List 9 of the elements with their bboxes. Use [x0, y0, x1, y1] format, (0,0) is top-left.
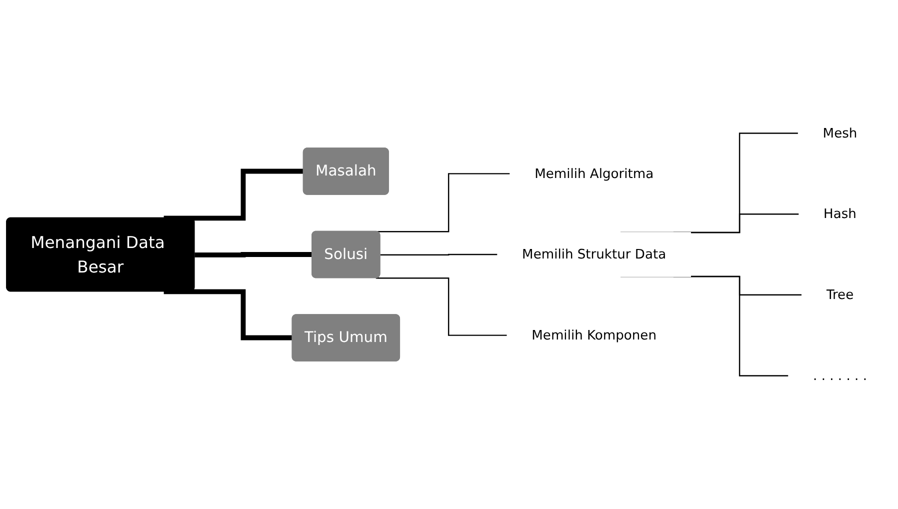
- node-text: Hash: [824, 206, 856, 222]
- node-text: Mesh: [822, 125, 858, 141]
- node-text: Memilih Komponen: [532, 327, 656, 343]
- node-text: Tree: [826, 286, 854, 302]
- connector: [380, 254, 498, 256]
- connector: [376, 173, 511, 232]
- connector: [376, 278, 508, 336]
- node-text: . . . . . . .: [813, 368, 867, 384]
- node-text: Memilih Algoritma: [534, 166, 654, 182]
